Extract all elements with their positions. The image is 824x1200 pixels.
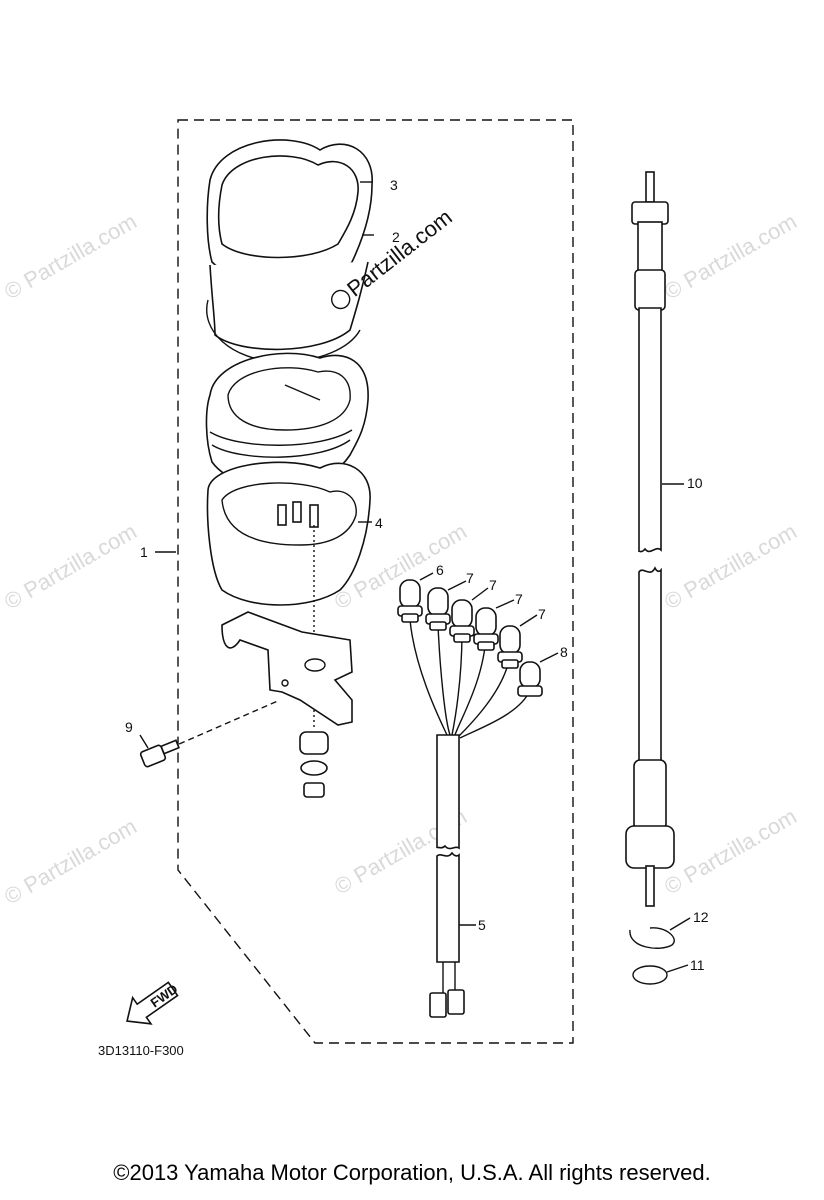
watermark: © Partzilla.com (660, 804, 801, 900)
bulb-7d (497, 625, 523, 669)
diagram-code: 3D13110-F300 (98, 1043, 184, 1058)
fwd-arrow: FWD (126, 981, 181, 1025)
watermark: © Partzilla.com (0, 209, 141, 305)
callout-1: 1 (140, 544, 148, 560)
copyright-notice: ©2013 Yamaha Motor Corporation, U.S.A. A… (113, 1160, 711, 1185)
watermark: © Partzilla.com (660, 519, 801, 615)
meter-bezel (206, 139, 373, 284)
callout-4: 4 (375, 515, 383, 531)
callouts: 1 2 3 4 5 6 7 7 7 7 8 9 10 11 12 (125, 177, 709, 973)
watermarks: © Partzilla.com © Partzilla.com © Partzi… (0, 209, 801, 910)
meter-case (206, 461, 371, 606)
callout-7d: 7 (538, 606, 546, 622)
callout-2: 2 (392, 229, 400, 245)
callout-7a: 7 (466, 570, 474, 586)
cable-clip (629, 927, 675, 949)
bolt (139, 699, 281, 768)
watermark: © Partzilla.com (0, 519, 141, 615)
leader-lines (139, 181, 691, 973)
meter-body (205, 352, 369, 492)
fwd-label: FWD (148, 981, 181, 1010)
callout-3: 3 (390, 177, 398, 193)
callout-6: 6 (436, 562, 444, 578)
bulb-8 (517, 661, 543, 697)
speedometer-cable (625, 171, 675, 907)
watermark: © Partzilla.com (0, 814, 141, 910)
callout-12: 12 (693, 909, 709, 925)
bulb-6 (397, 579, 423, 623)
callout-11: 11 (690, 957, 705, 973)
bulb-7a (425, 587, 451, 631)
callout-10: 10 (687, 475, 703, 491)
bulb-7c (473, 607, 499, 651)
mount-hardware (299, 731, 329, 798)
meter-bracket (221, 611, 353, 726)
o-ring (632, 965, 668, 985)
callout-8: 8 (560, 644, 568, 660)
callout-7b: 7 (489, 577, 497, 593)
bulb-7b (449, 599, 475, 643)
callout-7c: 7 (515, 591, 523, 607)
meter-lens (206, 261, 369, 363)
callout-9: 9 (125, 719, 133, 735)
bulb-harness (397, 579, 543, 1018)
watermark: © Partzilla.com (660, 209, 801, 305)
callout-5: 5 (478, 917, 486, 933)
